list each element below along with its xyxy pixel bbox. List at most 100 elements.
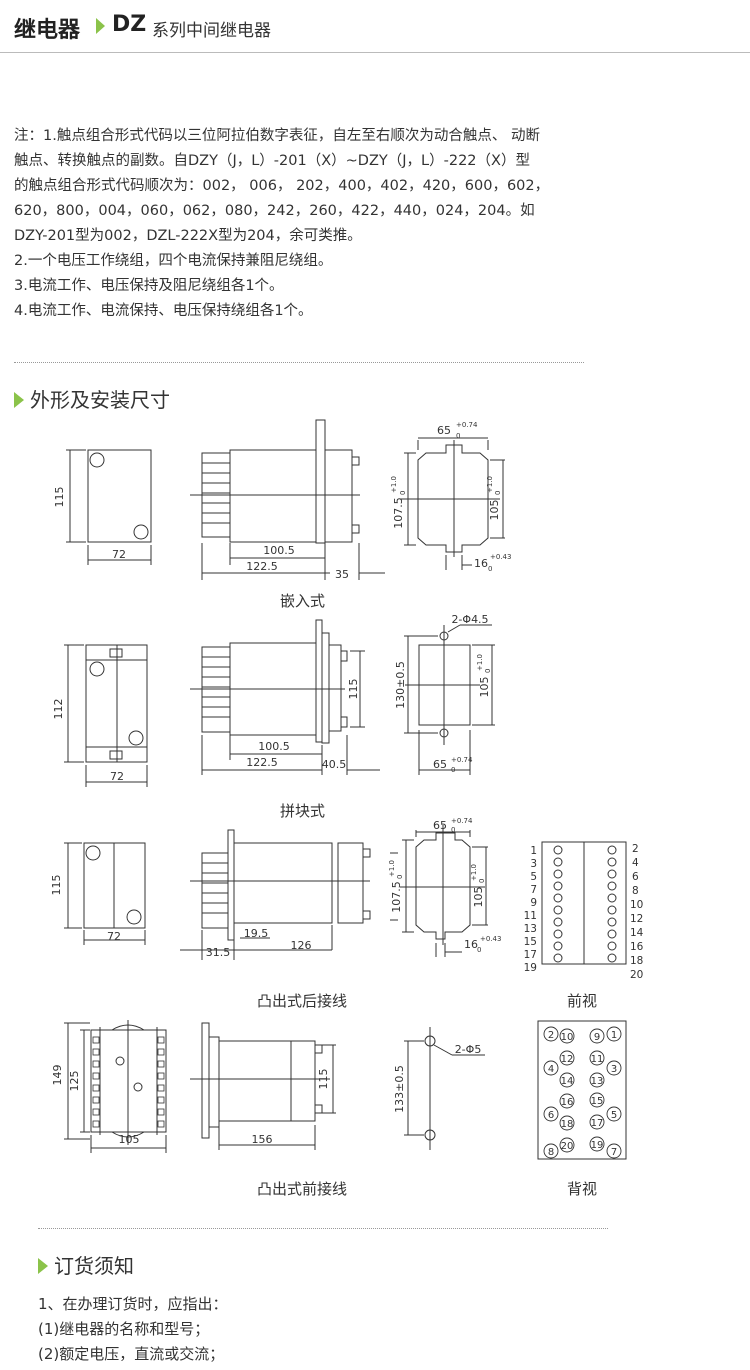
section-title: 外形及安装尺寸 (30, 388, 170, 412)
dim-105b: 105 (478, 677, 491, 698)
dim-115: 115 (53, 487, 66, 508)
dim-72b: 72 (110, 770, 124, 783)
dim-133: 133±0.5 (393, 1065, 406, 1113)
dim-105-sub: 0 (494, 491, 502, 495)
embedded-front-drawing (66, 449, 152, 565)
dim-16-sub: 0 (488, 565, 492, 573)
terminal-number: 19 (591, 1140, 604, 1151)
dim-115b: 115 (347, 679, 360, 700)
notes-block: 注：1.触点组合形式代码以三位阿拉伯数字表征，自左至右顺次为动合触点、 动断 触… (14, 124, 594, 324)
terminal-number: 7 (611, 1147, 617, 1158)
caption-embedded: 嵌入式 (280, 592, 326, 610)
terminal-number: 3 (530, 858, 537, 870)
model-title: DZ (112, 12, 147, 37)
dim-107-5c-sub: 0 (396, 875, 404, 879)
terminal-number: 11 (524, 910, 537, 922)
terminal-number: 4 (632, 857, 639, 869)
dim-16c-sup: +0.43 (480, 935, 501, 943)
dim-65b-sub: 0 (451, 766, 455, 774)
terminal-number: 8 (632, 885, 639, 897)
order-item: (2)额定电压，直流或交流； (38, 1345, 225, 1363)
frontwire-side-drawing (190, 1022, 336, 1150)
terminal-number: 1 (611, 1030, 617, 1041)
frontwire-terminals (92, 1036, 165, 1128)
caption-back-view: 背视 (567, 1180, 598, 1198)
embedded-cutout-drawing (400, 437, 505, 570)
terminal-number: 19 (524, 962, 537, 974)
rear-side-drawing (180, 829, 398, 960)
terminal-number: 14 (561, 1076, 574, 1087)
section-dimensions-heading: 外形及安装尺寸 (14, 384, 170, 413)
dim-105: 105 (488, 500, 501, 521)
note-line: DZY-201型为002，DZL-222X型为204，余可类推。 (14, 228, 362, 244)
terminal-number: 14 (630, 927, 644, 939)
rear-front-drawing (64, 842, 146, 945)
brand-title: 继电器 (14, 18, 81, 43)
front-view-terminal-block (541, 841, 627, 965)
frontwire-front-drawing (64, 1020, 167, 1153)
terminal-number: 8 (548, 1147, 554, 1158)
dim-100-5b: 100.5 (258, 740, 290, 753)
dim-16: 16 (474, 557, 488, 570)
dimension-drawings: 115 72 100.5 122.5 35 65 0 +0.74 107.5 0… (50, 419, 644, 1160)
dim-122-5b: 122.5 (246, 756, 278, 769)
terminal-number: 5 (611, 1110, 617, 1121)
caption-front-view: 前视 (567, 992, 598, 1010)
terminal-number: 12 (561, 1054, 574, 1065)
dim-112: 112 (52, 699, 65, 720)
dim-16c-sub: 0 (477, 946, 481, 954)
dim-19-5: 19.5 (244, 927, 269, 940)
dim-65-sup: +0.74 (456, 421, 478, 429)
dim-31-5: 31.5 (206, 946, 231, 959)
front-view-holes (553, 845, 617, 963)
arrow-right-icon (96, 18, 105, 34)
dim-122-5: 122.5 (246, 560, 278, 573)
block-side-drawing (190, 619, 380, 775)
block-front-drawing (64, 644, 148, 787)
series-subtitle: 系列中间继电器 (152, 21, 271, 41)
terminal-number: 10 (630, 899, 643, 911)
dim-105b-sup: +1.0 (476, 654, 484, 671)
terminal-number: 2 (548, 1030, 554, 1041)
terminal-number: 16 (630, 941, 644, 953)
page-header: 继电器 DZ 系列中间继电器 (0, 0, 750, 53)
dim-107-5: 107.5 (392, 497, 405, 529)
dim-105b-sub: 0 (484, 669, 492, 673)
terminal-number: 5 (530, 871, 537, 883)
dotted-divider (38, 1228, 608, 1229)
note-line: 620，800，004，060，062，080，242，260，422，440，… (14, 203, 535, 219)
dim-65b-sup: +0.74 (451, 756, 473, 764)
dim-phi4-5: 2-Φ4.5 (451, 613, 488, 626)
dim-149: 149 (51, 1065, 64, 1086)
terminal-number: 3 (611, 1064, 617, 1075)
dim-65c: 65 (433, 819, 447, 832)
dim-126: 126 (291, 939, 312, 952)
frontwire-mount-drawing (404, 1027, 485, 1150)
note-line: 触点、转换触点的副数。自DZY（J，L）-201（X）~DZY（J，L）-222… (14, 153, 530, 169)
triangle-bullet-icon (14, 392, 24, 408)
caption-rear-wiring: 凸出式后接线 (257, 992, 348, 1010)
dim-16c: 16 (464, 938, 478, 951)
dim-105c-sub: 0 (478, 879, 486, 883)
dim-125: 125 (68, 1071, 81, 1092)
rear-cutout-drawing (400, 825, 488, 957)
terminal-number: 6 (632, 871, 639, 883)
dim-65: 65 (437, 424, 451, 437)
dim-105c: 105 (472, 887, 485, 908)
dotted-divider (14, 362, 584, 363)
dim-65-sub: 0 (456, 432, 460, 440)
terminal-number: 18 (630, 955, 643, 967)
terminal-number: 1 (530, 845, 537, 857)
caption-front-wiring: 凸出式前接线 (257, 1180, 348, 1198)
terminal-number: 6 (548, 1110, 554, 1121)
dim-107-5c: 107.5 (390, 881, 403, 913)
order-item: (1)继电器的名称和型号； (38, 1320, 210, 1338)
dim-105-sup: +1.0 (486, 476, 494, 493)
dim-107-5-sup: +1.0 (390, 476, 398, 493)
terminal-number: 15 (591, 1096, 604, 1107)
dim-130: 130±0.5 (394, 661, 407, 709)
terminal-number: 9 (594, 1032, 600, 1043)
order-item: 1、在办理订货时，应指出： (38, 1295, 228, 1313)
note-line: 4.电流工作、电流保持、电压保持绕组各1个。 (14, 303, 313, 319)
note-line: 注：1.触点组合形式代码以三位阿拉伯数字表征，自左至右顺次为动合触点、 动断 (14, 128, 540, 144)
